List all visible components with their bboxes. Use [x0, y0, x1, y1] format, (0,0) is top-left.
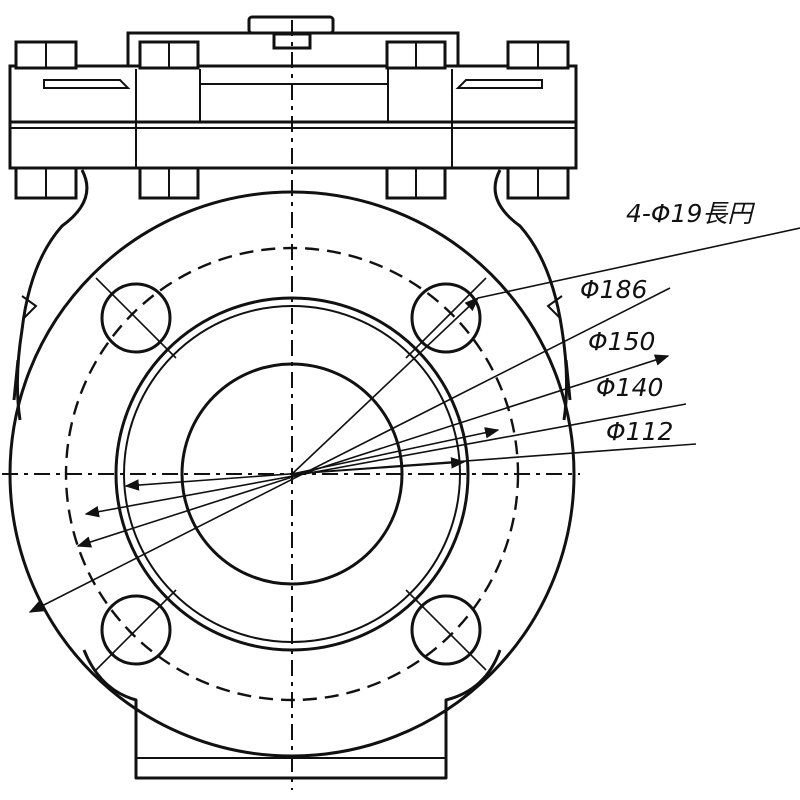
label-d112: Φ112 [606, 417, 673, 446]
bolt-holes [95, 277, 487, 671]
top-bolts [14, 40, 570, 200]
label-d140: Φ140 [596, 373, 663, 402]
dimension-lines [28, 227, 800, 613]
label-bolt-holes: 4-Φ19長円 [626, 199, 755, 228]
dimension-labels: 4-Φ19長円 Φ186 Φ150 Φ140 Φ112 [580, 199, 755, 446]
label-d186: Φ186 [580, 275, 647, 304]
label-d150: Φ150 [588, 327, 655, 356]
